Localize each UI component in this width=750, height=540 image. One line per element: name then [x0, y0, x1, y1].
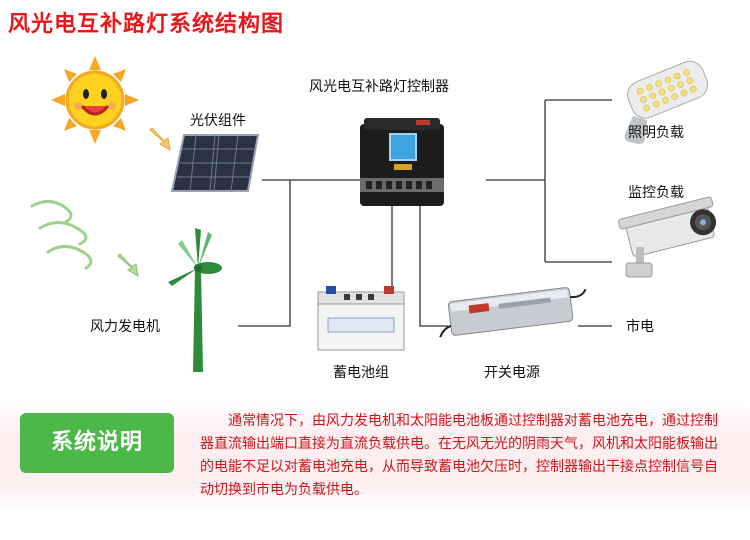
connection-lines	[238, 99, 612, 327]
sun-icon	[51, 56, 139, 144]
label-pv: 光伏组件	[190, 113, 246, 129]
label-wind: 风力发电机	[90, 319, 160, 335]
page-title: 风光电互补路灯系统结构图	[8, 12, 285, 37]
description-badge: 系统说明	[20, 413, 174, 473]
led-lamp-icon	[624, 60, 709, 144]
label-battery: 蓄电池组	[333, 365, 389, 381]
label-monitor: 监控负载	[628, 185, 684, 201]
wind-turbine-icon	[168, 228, 222, 372]
power-supply-icon	[439, 287, 587, 338]
cctv-camera-icon	[618, 196, 717, 278]
label-lighting: 照明负载	[628, 125, 684, 141]
solar-panel-icon	[170, 134, 260, 192]
label-grid: 市电	[626, 319, 654, 335]
controller-icon	[360, 118, 444, 206]
line-controller-psu	[419, 205, 448, 327]
battery-icon	[317, 286, 405, 351]
wind-arrow-icon	[117, 253, 139, 277]
wind-icon	[30, 200, 93, 270]
line-wind-bus	[238, 180, 291, 327]
sun-arrow-icon	[149, 127, 171, 151]
description-text: 通常情况下，由风力发电机和太阳能电池板通过控制器对蓄电池充电，通过控制器直流输出…	[200, 413, 718, 498]
label-psu: 开关电源	[484, 365, 540, 381]
label-controller: 风光电互补路灯控制器	[309, 79, 449, 95]
